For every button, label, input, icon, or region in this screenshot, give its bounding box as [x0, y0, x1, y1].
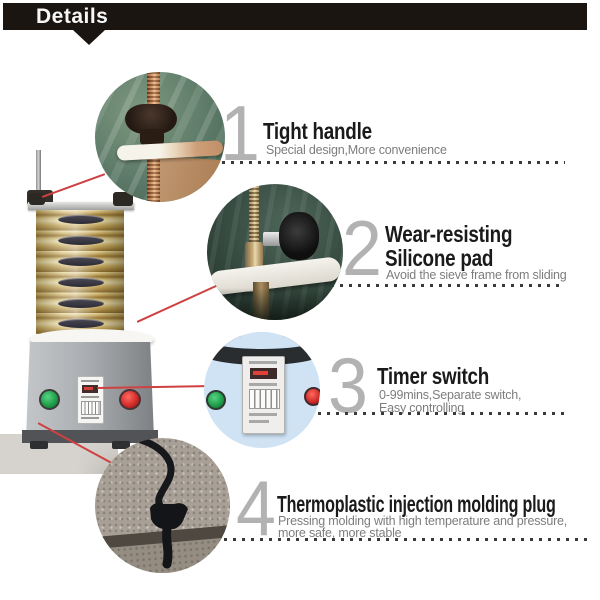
brass-rod: [249, 184, 259, 248]
device-label-line: [249, 361, 277, 364]
red-switch-button: [304, 387, 320, 406]
frame-bar: [116, 140, 224, 161]
plug-cable-graphic: [137, 438, 188, 569]
feature-desc-4b: more safe, more stable: [278, 526, 402, 540]
feature-title-3: Timer switch: [377, 363, 490, 389]
right-clamp-knob: [113, 192, 133, 206]
dotted-divider-4: [215, 538, 593, 541]
feature-number-4: 4: [236, 464, 276, 552]
timer-switch-device: [242, 356, 285, 434]
feature-title-2b: Silicone pad: [385, 245, 494, 271]
machine-foot: [30, 441, 48, 449]
feature-title-2: Wear-resisting: [385, 221, 513, 247]
feature-desc-4a: Pressing molding with high temperature a…: [278, 514, 568, 528]
details-title: Details: [36, 5, 109, 28]
feature-title-4: Thermoplastic injection molding plug: [277, 491, 556, 517]
feature-number-2: 2: [342, 204, 382, 292]
device-label-line: [249, 420, 269, 423]
feature-desc-3a: 0-99mins,Separate switch,: [379, 388, 522, 402]
sieve-label: [58, 215, 104, 224]
detail-photo-silicone-pad: [207, 184, 343, 320]
dotted-divider-2: [322, 284, 565, 287]
knob-collar: [140, 129, 164, 145]
top-crossbar: [28, 202, 134, 210]
left-clamp-knob: [29, 193, 45, 205]
device-label-line: [249, 383, 277, 386]
machine-foot: [112, 441, 130, 449]
dotted-divider-3: [318, 412, 565, 415]
panel-text-line: [81, 380, 99, 382]
star-knob: [279, 212, 319, 260]
feature-desc-1: Special design,More convenience: [266, 143, 447, 157]
shadow-overlay: [207, 288, 343, 320]
detail-photo-molded-plug: [95, 438, 230, 573]
panel-text-line: [81, 417, 99, 419]
sieve-label: [58, 236, 104, 245]
timer-keys: [81, 401, 101, 415]
sieve-label: [58, 257, 104, 266]
detail-photo-tight-handle: [95, 72, 225, 202]
digital-display: [250, 368, 277, 379]
detail-photo-timer-switch: [204, 332, 320, 448]
sieve-label: [58, 299, 104, 308]
setting-keys: [249, 389, 280, 409]
header-pointer-triangle: [73, 30, 105, 45]
sieve-label: [58, 319, 104, 328]
details-header-bar: Details: [3, 3, 587, 30]
feature-number-1: 1: [220, 89, 260, 177]
sieve-stack: [36, 210, 124, 334]
feature-title-1: Tight handle: [263, 118, 372, 144]
feature-desc-3b: Easy controlling: [379, 401, 465, 415]
panel-text-line: [81, 396, 99, 398]
clamp-rod: [36, 150, 41, 204]
clamp-bolt: [263, 232, 283, 246]
timer-display: [82, 385, 98, 393]
callout-line-1: [41, 173, 106, 198]
feature-number-3: 3: [328, 341, 368, 429]
sieve-label: [58, 278, 104, 287]
dotted-divider-1: [222, 161, 565, 164]
sky-cover: [204, 332, 320, 349]
power-button-red: [119, 389, 141, 410]
green-switch-button: [206, 390, 226, 410]
feature-desc-2: Avoid the sieve frame from sliding: [386, 268, 567, 282]
control-panel: [77, 376, 104, 424]
power-button-green: [39, 389, 60, 410]
device-label-line: [249, 413, 277, 416]
